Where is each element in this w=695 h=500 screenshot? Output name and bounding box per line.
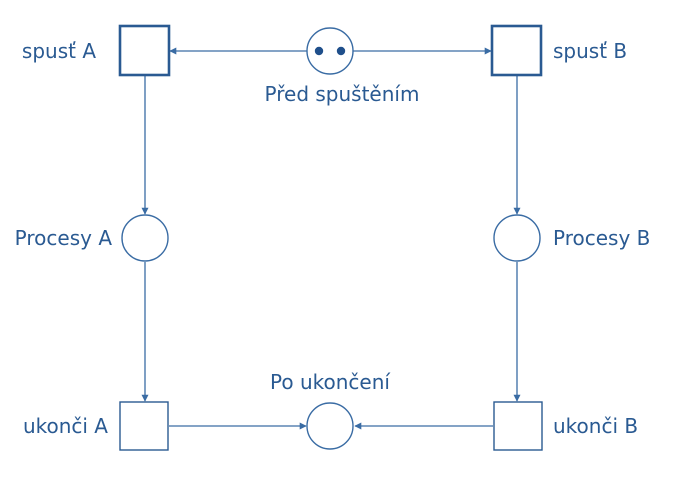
label-start-a: spusť A bbox=[22, 39, 96, 63]
label-end-b: ukonči B bbox=[553, 414, 638, 438]
label-process-a: Procesy A bbox=[15, 226, 113, 250]
transition-start-b bbox=[490, 24, 543, 77]
tokens-before-start bbox=[314, 46, 346, 56]
token bbox=[314, 46, 324, 56]
place-before-start bbox=[306, 27, 354, 75]
label-after-end: Po ukončení bbox=[270, 370, 391, 394]
transition-end-a bbox=[119, 401, 169, 451]
transition-end-b bbox=[493, 401, 543, 451]
place-process-b bbox=[493, 214, 541, 262]
transition-start-a bbox=[118, 24, 171, 77]
place-after-end bbox=[306, 402, 354, 450]
label-before-start: Před spuštěním bbox=[265, 82, 420, 106]
place-process-a bbox=[121, 214, 169, 262]
label-end-a: ukonči A bbox=[23, 414, 108, 438]
label-start-b: spusť B bbox=[553, 39, 627, 63]
label-process-b: Procesy B bbox=[553, 226, 650, 250]
token bbox=[336, 46, 346, 56]
